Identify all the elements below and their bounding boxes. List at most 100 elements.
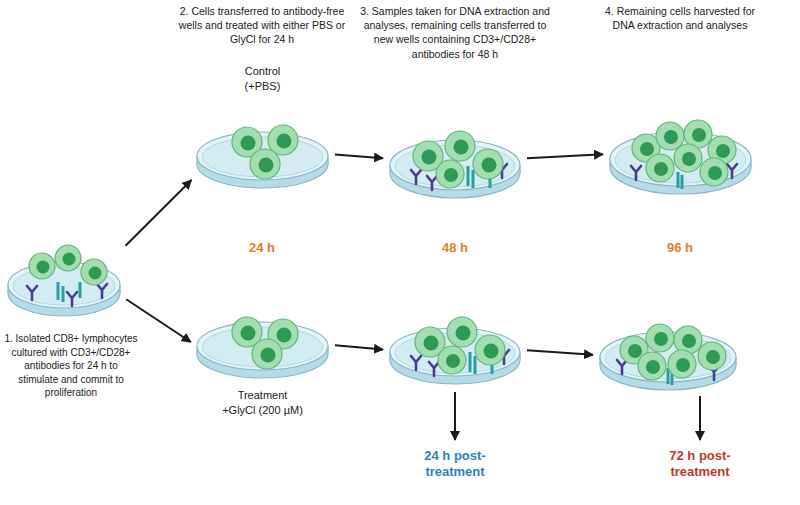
petri-dish bbox=[610, 120, 751, 194]
cell-nucleus bbox=[646, 360, 660, 374]
cell-nucleus bbox=[261, 348, 276, 363]
step-caption: 2. Cells transferred to antibody-free we… bbox=[171, 4, 353, 47]
cell-nucleus bbox=[706, 350, 720, 364]
lymphocyte bbox=[674, 144, 702, 172]
cell-body bbox=[674, 144, 702, 172]
cell-body bbox=[445, 131, 475, 161]
antibody-bar bbox=[62, 286, 65, 302]
cell-body bbox=[29, 253, 55, 279]
dish-rim bbox=[390, 140, 520, 190]
lymphocyte bbox=[475, 335, 505, 365]
lymphocyte bbox=[698, 342, 726, 370]
cell-body bbox=[698, 342, 726, 370]
cell-nucleus bbox=[484, 344, 499, 359]
lymphocyte bbox=[646, 324, 674, 352]
cell-nucleus bbox=[682, 152, 696, 166]
leader-arrow bbox=[454, 392, 456, 440]
petri-dish-node: 4. Remaining cells harvested for DNA ext… bbox=[608, 96, 753, 196]
antibody-symbol bbox=[617, 360, 627, 374]
petri-dish bbox=[197, 317, 328, 378]
cell-nucleus bbox=[277, 328, 292, 343]
cell-nucleus bbox=[692, 128, 706, 142]
petri-dish-shape bbox=[195, 292, 330, 380]
timepoint-label: 24 h bbox=[222, 240, 302, 256]
cell-body bbox=[81, 259, 107, 285]
cell-nucleus bbox=[640, 142, 654, 156]
cell-nucleus bbox=[422, 150, 437, 165]
cell-body bbox=[475, 335, 505, 365]
antibody-symbol bbox=[631, 166, 641, 180]
cell-body bbox=[438, 346, 466, 374]
flow-arrow bbox=[335, 345, 383, 349]
cell-body bbox=[638, 352, 666, 380]
petri-dish-shape bbox=[388, 108, 522, 200]
step-caption: 1. Isolated CD8+ lymphocytes cultured wi… bbox=[3, 332, 139, 400]
antibody-symbol bbox=[97, 284, 107, 298]
lymphocyte bbox=[668, 350, 696, 378]
lymphocyte bbox=[473, 149, 503, 179]
flow-arrow bbox=[335, 154, 383, 158]
cell-nucleus bbox=[654, 332, 668, 346]
cell-nucleus bbox=[446, 354, 460, 368]
cell-body bbox=[250, 149, 280, 179]
cell-nucleus bbox=[628, 344, 642, 358]
cell-nucleus bbox=[716, 144, 730, 158]
leader-arrow bbox=[699, 396, 701, 440]
cell-body bbox=[646, 324, 674, 352]
petri-dish-shape bbox=[608, 96, 753, 196]
cell-nucleus bbox=[482, 158, 497, 173]
cell-body bbox=[447, 317, 477, 347]
petri-dish bbox=[390, 317, 520, 384]
cell-body bbox=[668, 350, 696, 378]
cell-nucleus bbox=[454, 140, 469, 155]
lymphocyte bbox=[656, 122, 684, 150]
group-label: Treatment +GlyCl (200 µM) bbox=[221, 388, 305, 418]
cell-body bbox=[646, 154, 674, 182]
lymphocyte bbox=[252, 339, 282, 369]
lymphocyte bbox=[445, 131, 475, 161]
cell-nucleus bbox=[682, 334, 696, 348]
lymphocyte bbox=[81, 259, 107, 285]
cell-nucleus bbox=[664, 130, 678, 144]
cell-body bbox=[473, 149, 503, 179]
lymphocyte bbox=[646, 154, 674, 182]
lymphocyte bbox=[29, 253, 55, 279]
antibody-bar bbox=[57, 282, 60, 300]
post-treatment-label: 24 h post-treatment bbox=[405, 448, 505, 481]
petri-dish-node: 1. Isolated CD8+ lymphocytes cultured wi… bbox=[6, 232, 122, 318]
cell-body bbox=[674, 326, 702, 354]
antibody-bar bbox=[467, 166, 470, 186]
antibody-symbol bbox=[67, 292, 77, 306]
cell-nucleus bbox=[89, 267, 102, 280]
cell-nucleus bbox=[63, 253, 76, 266]
antibody-symbol bbox=[27, 286, 37, 300]
timepoint-label: 48 h bbox=[415, 240, 495, 256]
petri-dish-node: 24 h post-treatment bbox=[388, 296, 522, 386]
lymphocyte bbox=[638, 352, 666, 380]
dish-rim bbox=[197, 132, 328, 180]
petri-dish bbox=[8, 245, 120, 316]
post-treatment-label: 72 h post-treatment bbox=[650, 448, 750, 481]
cell-nucleus bbox=[444, 168, 458, 182]
antibody-symbol bbox=[427, 176, 437, 190]
petri-dish-shape bbox=[6, 232, 122, 318]
timepoint-label: 96 h bbox=[640, 240, 720, 256]
cell-body bbox=[436, 160, 464, 188]
cell-body bbox=[252, 339, 282, 369]
petri-dish-node: 2. Cells transferred to antibody-free we… bbox=[195, 100, 330, 190]
antibody-bar bbox=[469, 352, 472, 372]
cell-nucleus bbox=[37, 261, 50, 274]
step-caption: 4. Remaining cells harvested for DNA ext… bbox=[594, 4, 766, 32]
petri-dish-shape bbox=[195, 100, 330, 190]
lymphocyte bbox=[436, 160, 464, 188]
dish-medium bbox=[13, 267, 115, 305]
petri-dish bbox=[197, 125, 328, 188]
lymphocyte bbox=[438, 346, 466, 374]
antibody-symbol bbox=[411, 356, 421, 370]
cell-nucleus bbox=[241, 326, 256, 341]
cell-nucleus bbox=[676, 358, 690, 372]
cell-body bbox=[55, 245, 81, 271]
flow-arrow bbox=[126, 180, 192, 246]
petri-dish-node: Treatment +GlyCl (200 µM) bbox=[195, 292, 330, 380]
